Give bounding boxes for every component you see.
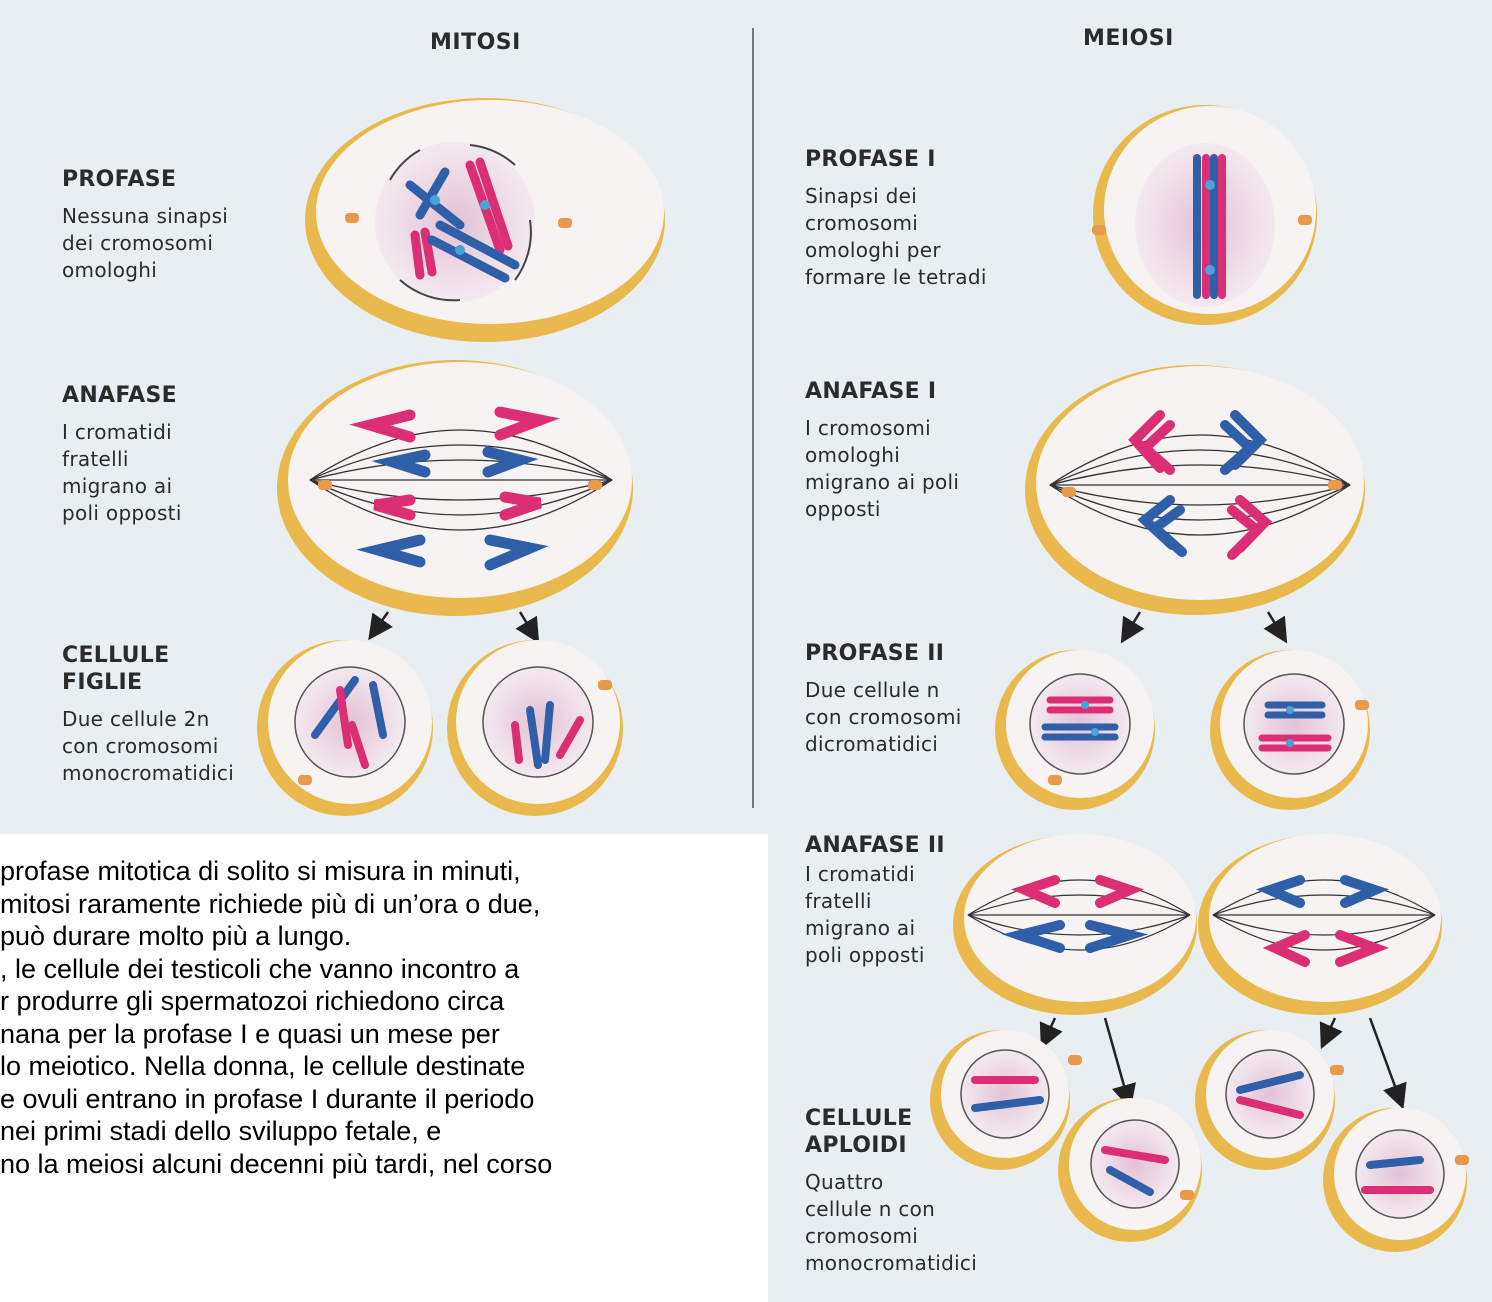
mitosis-header: MITOSI xyxy=(430,30,521,55)
stage-title: CELLULE FIGLIE xyxy=(62,643,170,695)
meiosis-anaphase1-cell xyxy=(1025,365,1365,615)
stage-description: I cromatidi fratelli migrano ai poli opp… xyxy=(62,420,182,525)
paragraph-text: profase mitotica di solito si misura in … xyxy=(0,856,553,1179)
mitosis-anaphase-label: ANAFASE I cromatidi fratelli migrano ai … xyxy=(62,382,182,527)
stage-title: CELLULE APLOIDI xyxy=(805,1106,913,1158)
haploid-cell-4 xyxy=(1323,1108,1469,1252)
mitosis-daughter-label: CELLULE FIGLIE Due cellule 2n con cromos… xyxy=(62,642,234,787)
mitosis-prophase-cell xyxy=(305,98,665,342)
meiosis-prophase2-cell-1 xyxy=(995,650,1155,810)
haploid-cell-3 xyxy=(1195,1030,1344,1170)
meiosis-anaphase2-label: ANAFASE II I cromatidi fratelli migrano … xyxy=(805,832,945,969)
meiosis-header: MEIOSI xyxy=(1083,26,1174,51)
meiosis-anaphase2-cell-1 xyxy=(953,834,1197,1015)
meiosis-prophase2-cell-2 xyxy=(1210,650,1370,810)
meiosis-prophase2-label: PROFASE II Due cellule n con cromosomi d… xyxy=(805,640,962,758)
stage-title: PROFASE xyxy=(62,167,177,192)
stage-title: ANAFASE II xyxy=(805,833,945,858)
haploid-cell-1 xyxy=(930,1030,1082,1170)
stage-description: I cromosomi omologhi migrano ai poli opp… xyxy=(805,416,960,521)
stage-description: Sinapsi dei cromosomi omologhi per forma… xyxy=(805,184,987,289)
stage-description: Nessuna sinapsi dei cromosomi omologhi xyxy=(62,204,229,282)
meiosis-prophase1-cell xyxy=(1092,105,1317,325)
meiosis-prophase1-label: PROFASE I Sinapsi dei cromosomi omologhi… xyxy=(805,146,987,291)
mitosis-daughter-cell-2 xyxy=(447,640,623,816)
mitosis-prophase-label: PROFASE Nessuna sinapsi dei cromosomi om… xyxy=(62,166,228,284)
column-divider xyxy=(752,28,754,808)
stage-title: ANAFASE xyxy=(62,383,177,408)
meiosis-haploid-label: CELLULE APLOIDI Quattro cellule n con cr… xyxy=(805,1105,977,1277)
stage-description: Quattro cellule n con cromosomi monocrom… xyxy=(805,1170,978,1275)
stage-description: I cromatidi fratelli migrano ai poli opp… xyxy=(805,862,925,967)
stage-title: ANAFASE I xyxy=(805,379,937,404)
haploid-cell-2 xyxy=(1058,1098,1202,1242)
mitosis-daughter-cell-1 xyxy=(257,640,433,816)
text-box xyxy=(0,834,768,1302)
stage-description: Due cellule 2n con cromosomi monocromati… xyxy=(62,707,235,785)
mitosis-anaphase-cell xyxy=(277,360,633,616)
stage-description: Due cellule n con cromosomi dicromatidic… xyxy=(805,678,962,756)
stage-title: PROFASE II xyxy=(805,641,945,666)
meiosis-anaphase1-label: ANAFASE I I cromosomi omologhi migrano a… xyxy=(805,378,959,523)
meiosis-anaphase2-cell-2 xyxy=(1198,834,1442,1015)
stage-title: PROFASE I xyxy=(805,147,936,172)
